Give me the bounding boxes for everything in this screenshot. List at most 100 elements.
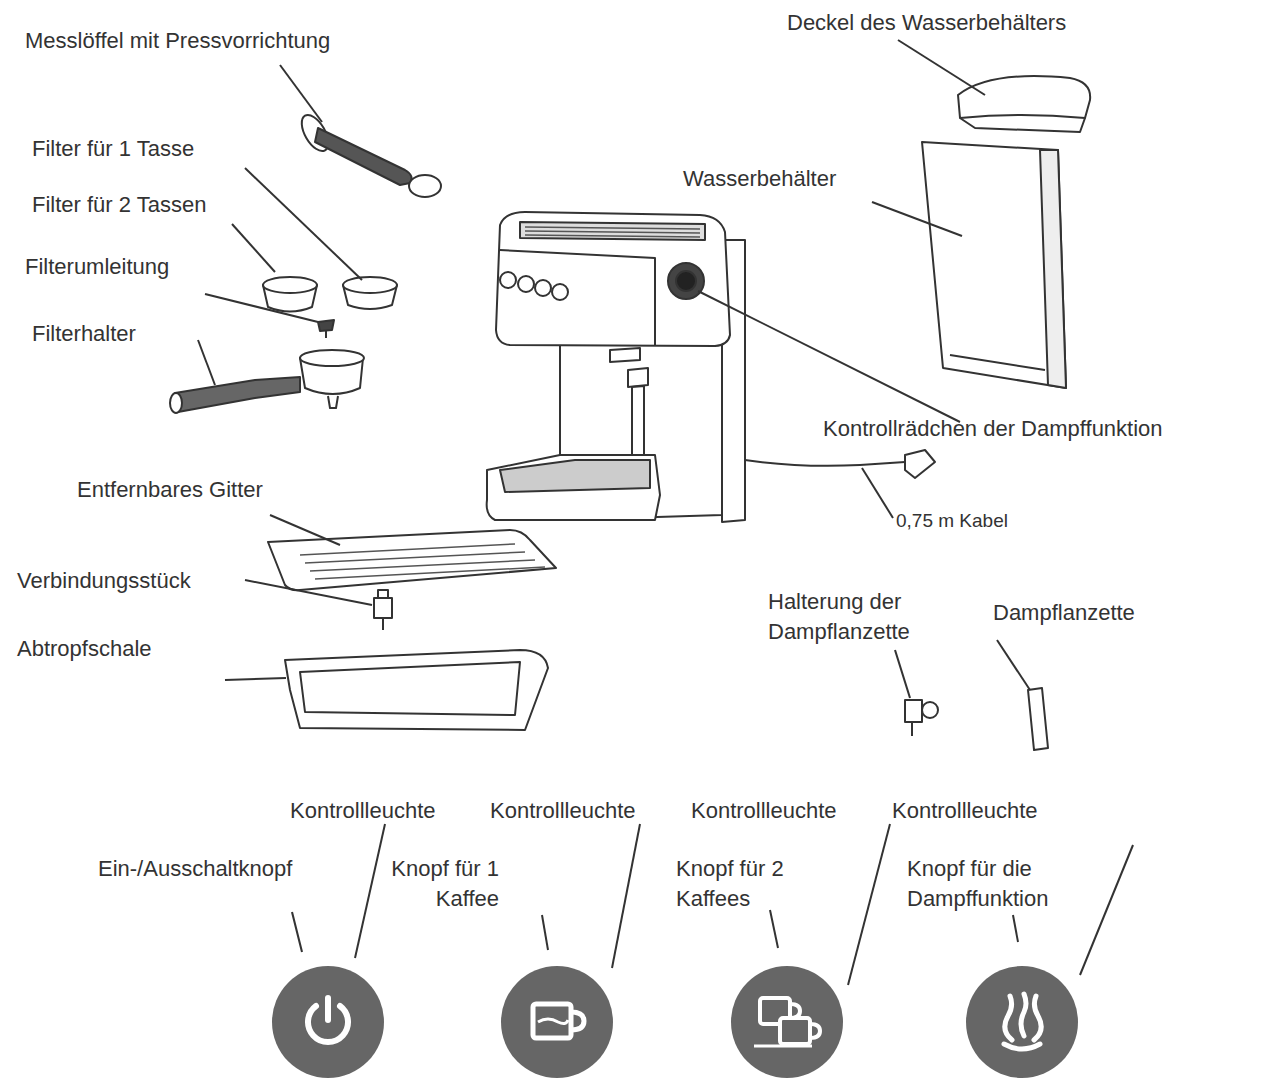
portafilter-rim — [300, 350, 364, 366]
part-label: Messlöffel mit Pressvorrichtung — [25, 26, 445, 56]
leader-line — [898, 40, 985, 95]
part-label: Kontrollleuchte — [490, 796, 690, 826]
leader-line — [542, 915, 548, 950]
part-label: Abtropfschale — [17, 634, 257, 664]
steam-lance — [1028, 688, 1048, 750]
leader-line — [698, 291, 960, 422]
machine-button — [518, 276, 534, 292]
leader-line — [245, 580, 372, 605]
filter-diverter — [318, 320, 334, 331]
leader-line — [1080, 845, 1133, 975]
part-label: Kontrollleuchte — [290, 796, 490, 826]
grid-slot — [300, 544, 515, 555]
part-label: Filter für 1 Tasse — [32, 134, 292, 164]
leader-line — [205, 294, 318, 322]
leader-line — [198, 340, 215, 385]
cup-icon-handle — [790, 1004, 800, 1018]
leader-line — [355, 824, 385, 958]
leader-line — [872, 202, 962, 236]
cup-icon-handle — [571, 1012, 584, 1030]
leader-line — [245, 168, 362, 280]
steam-wand-joint — [628, 368, 648, 387]
portafilter-handle-end — [170, 393, 182, 413]
part-label: Verbindungsstück — [17, 566, 297, 596]
drip-tray — [285, 650, 548, 730]
leader-line — [280, 65, 322, 122]
leader-line — [292, 912, 302, 952]
machine-top-grille — [520, 222, 705, 240]
steam-knob — [668, 263, 704, 299]
steam-icon-wave — [1005, 996, 1012, 1040]
part-label: Filterhalter — [32, 319, 232, 349]
leader-line — [270, 515, 340, 545]
steam-wand-holder-ring — [922, 702, 938, 718]
steam-icon-base — [1004, 1044, 1040, 1049]
drip-tray-grid — [500, 460, 650, 492]
parts — [170, 76, 1090, 750]
part-label: Knopf für 1 Kaffee — [355, 854, 499, 914]
part-label: Kontrollrädchen der Dampffunktion — [823, 414, 1278, 444]
one-coffee-button — [501, 966, 613, 1078]
machine-button — [500, 272, 516, 288]
drip-tray-inner — [300, 662, 520, 715]
part-label: Ein-/Ausschaltknopf — [98, 854, 358, 884]
water-tank — [922, 142, 1066, 388]
leader-line — [612, 824, 640, 968]
grid-slot — [315, 567, 545, 579]
saucer-line — [754, 1045, 812, 1048]
water-tank-base-line — [950, 355, 1045, 370]
machine-front-edge — [500, 250, 655, 345]
drip-tray-base — [487, 455, 660, 520]
part-label: Filterumleitung — [25, 252, 265, 282]
leader-line — [1013, 915, 1018, 942]
power-cord — [745, 460, 905, 466]
steam-icon-wave — [1021, 994, 1026, 1036]
part-label: Kontrollleuchte — [892, 796, 1092, 826]
removable-grid — [268, 530, 556, 590]
part-label: Filter für 2 Tassen — [32, 190, 292, 220]
machine-button — [552, 284, 568, 300]
grid-slots — [300, 544, 545, 579]
grille-line — [525, 231, 700, 233]
part-label: Knopf für die Dampffunktion — [907, 854, 1107, 914]
grille-line — [525, 227, 700, 229]
spoon-bowl — [409, 175, 441, 197]
power-plug — [905, 450, 935, 478]
power-button — [272, 966, 384, 1078]
leader-line — [232, 224, 275, 272]
cup-icon — [533, 1004, 571, 1038]
cup-icon-handle — [810, 1024, 820, 1038]
connector-piece — [374, 598, 392, 618]
two-coffees-button — [731, 966, 843, 1078]
power-icon-bar — [325, 998, 331, 1020]
tank-lid-hinge — [960, 118, 1085, 132]
part-label: Entfernbares Gitter — [77, 475, 377, 505]
steam-wand-holder — [905, 700, 922, 722]
grille-lines — [525, 227, 700, 237]
machine-button — [535, 280, 551, 296]
filter-diverter-stem — [325, 331, 327, 338]
part-label: Deckel des Wasserbehälters — [787, 8, 1167, 38]
steam-icon-wave — [1034, 996, 1041, 1040]
water-tank-side — [1040, 150, 1066, 388]
portafilter-spout — [328, 396, 338, 408]
grid-slot — [305, 552, 525, 563]
leader-line — [770, 910, 778, 948]
cup-icon — [780, 1018, 810, 1044]
tank-lid — [958, 76, 1090, 118]
part-label: Dampflanzette — [993, 598, 1193, 628]
part-label: Kontrollleuchte — [691, 796, 891, 826]
connector-piece-top — [378, 590, 388, 598]
leader-line — [225, 678, 286, 680]
group-head — [610, 348, 640, 362]
part-label: Wasserbehälter — [683, 164, 923, 194]
leader-line — [895, 650, 910, 698]
leader-line — [997, 640, 1030, 690]
portafilter-handle — [175, 377, 300, 412]
leader-line — [848, 824, 890, 985]
cup-icon-liquid — [538, 1019, 568, 1024]
leader-lines — [198, 40, 1133, 985]
steam-knob-center — [676, 271, 696, 291]
